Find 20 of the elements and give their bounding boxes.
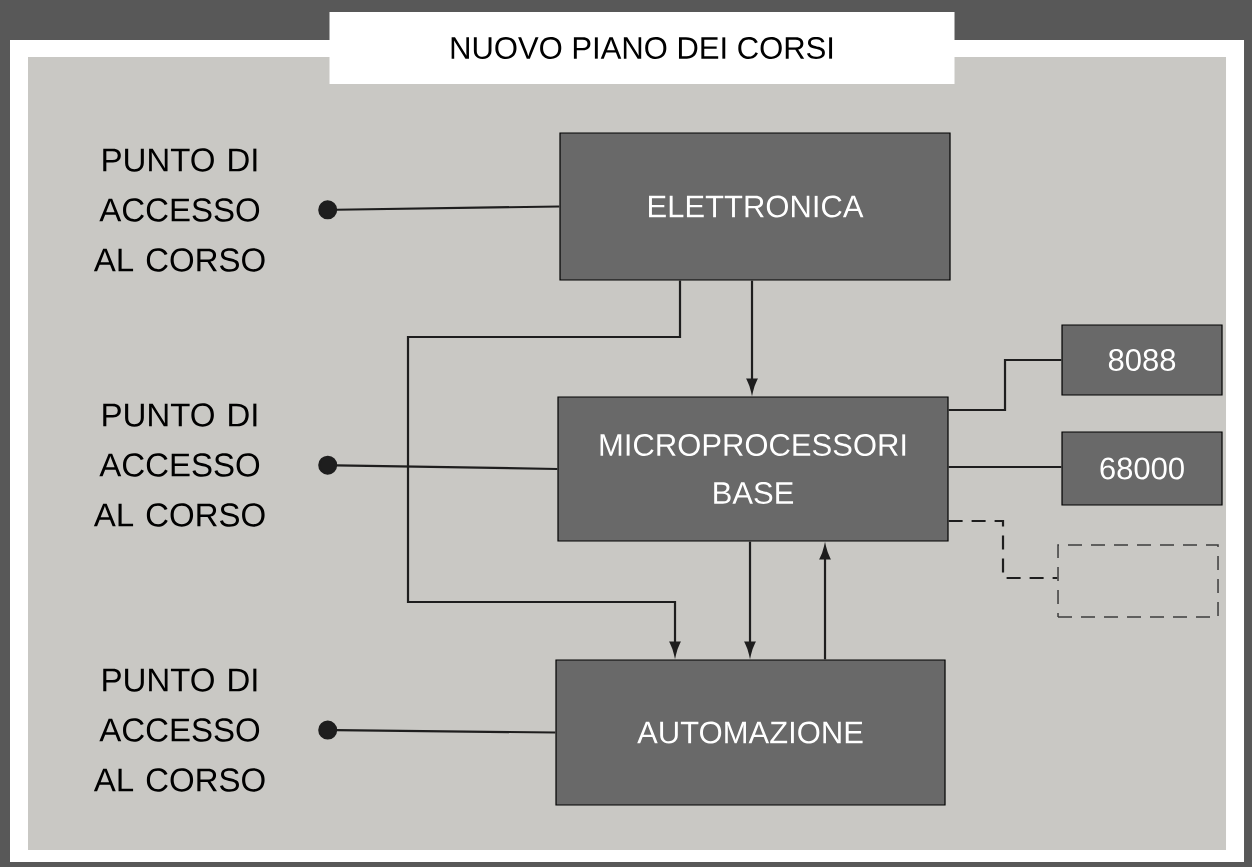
connector-line [948,358,1062,412]
connector-line [948,465,1062,469]
process-box: MICROPROCESSORI BASE [557,396,949,542]
access-point-label: PUNTO DI ACCESSO AL CORSO [93,148,265,272]
connector-line [318,455,558,475]
process-box: ELETTRONICA [559,132,951,281]
empty-dashed-box [1057,544,1219,618]
connector-line [318,200,560,220]
access-point-label: PUNTO DI ACCESSO AL CORSO [93,403,265,527]
connector-line [819,545,831,660]
connector-line [746,280,758,393]
process-box: 68000 [1061,431,1223,506]
connector-line [318,720,556,740]
title-box: NUOVO PIANO DEI CORSI [329,12,955,84]
connector-line [406,280,682,656]
connector-line [948,519,1058,580]
access-point-label: PUNTO DI ACCESSO AL CORSO [93,668,265,792]
process-box: 8088 [1061,324,1223,396]
connector-line [744,541,756,656]
process-box: AUTOMAZIONE [555,659,946,806]
